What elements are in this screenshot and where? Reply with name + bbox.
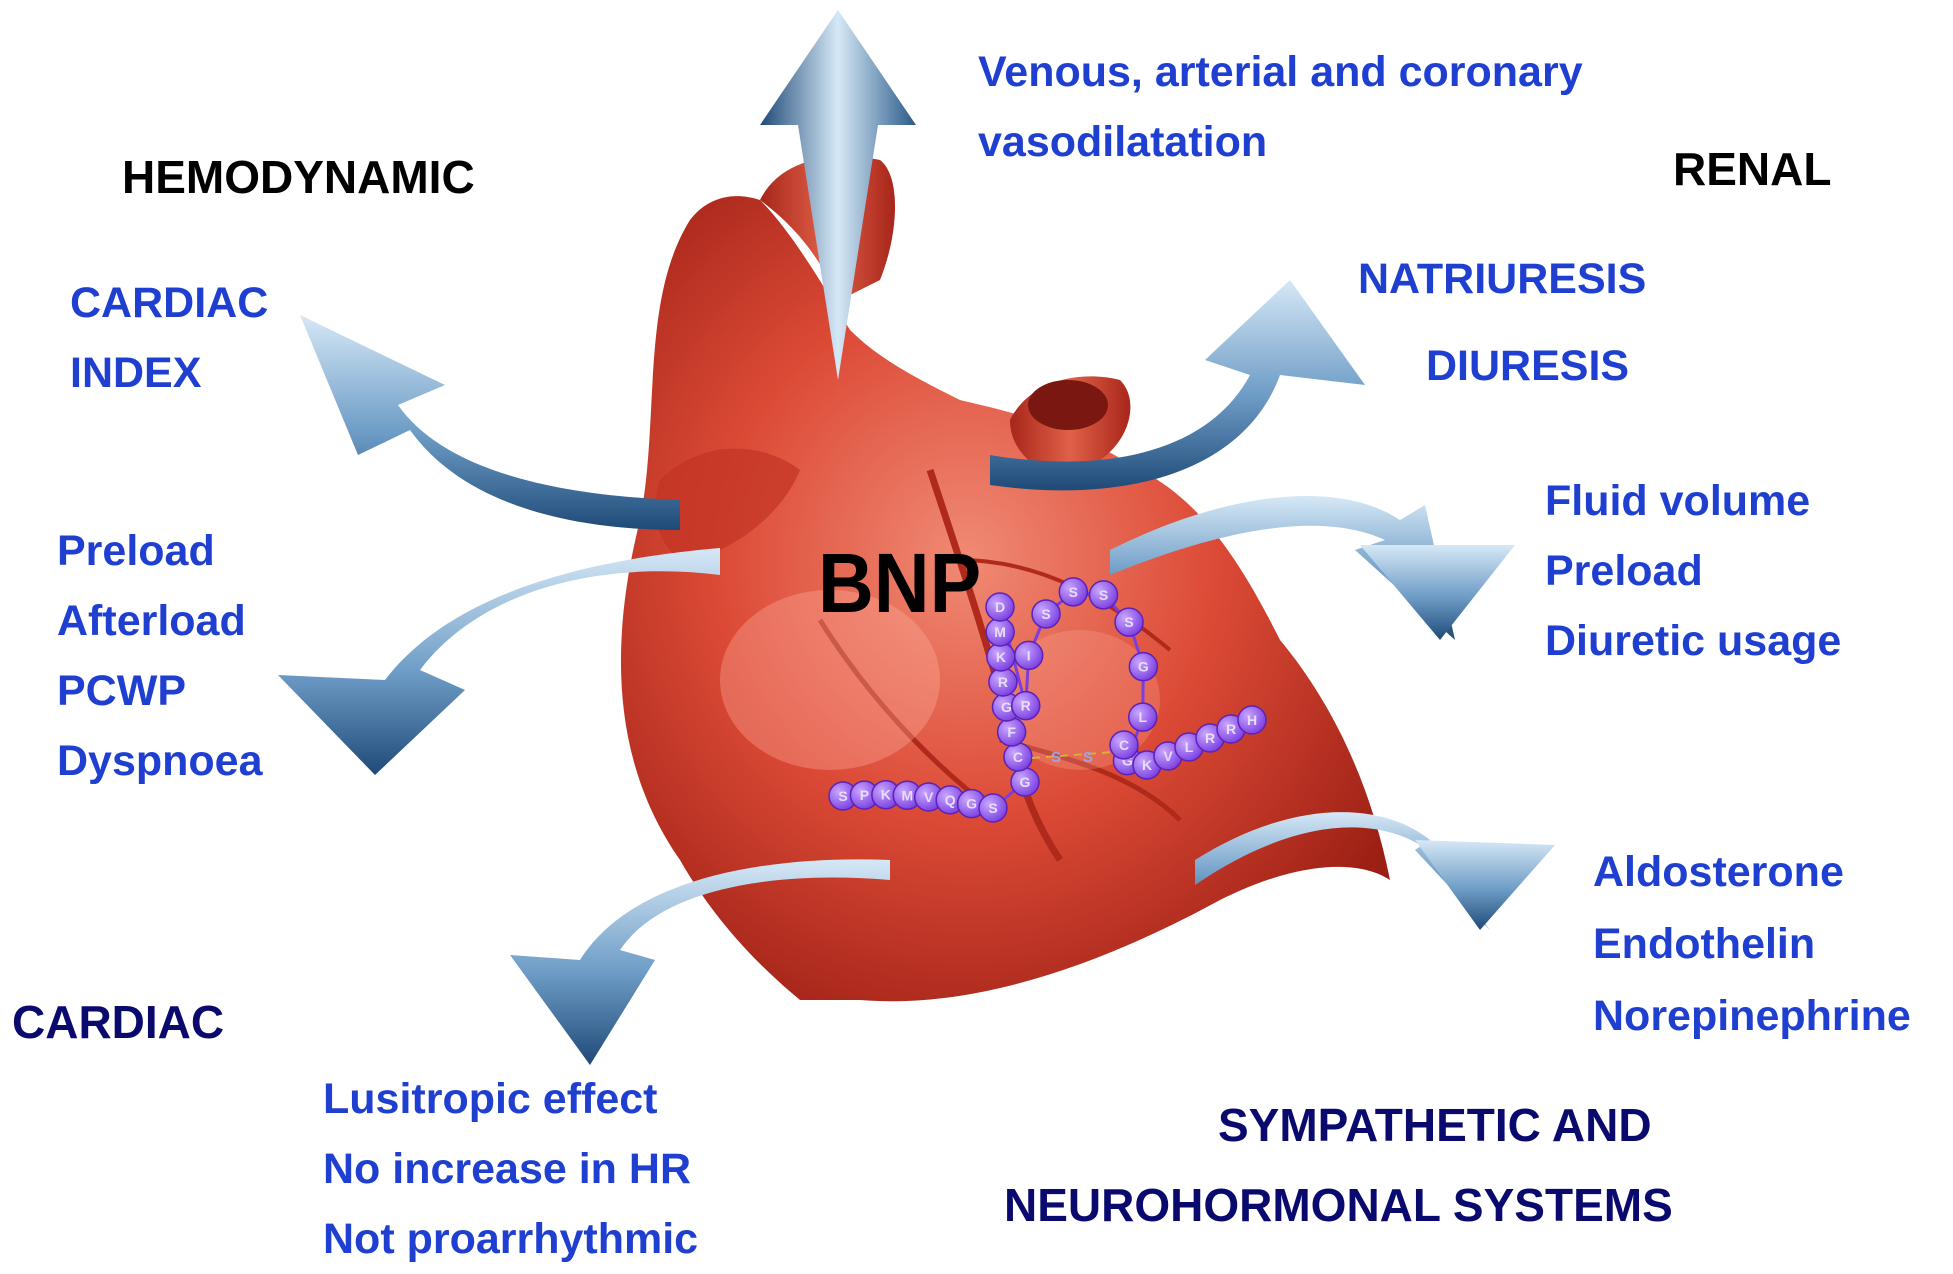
effect-preload-renal: Preload — [1545, 536, 1841, 606]
hemodynamic-up-effects: CARDIAC INDEX — [70, 268, 268, 408]
effect-fluid-volume: Fluid volume — [1545, 466, 1841, 536]
amino-acid-letter: K — [1142, 757, 1152, 773]
amino-acid-letter: K — [996, 649, 1006, 665]
effect-endothelin: Endothelin — [1593, 908, 1911, 980]
effect-not-proarrhythmic: Not proarrhythmic — [323, 1204, 698, 1274]
disulfide-sulfur-label: S — [1083, 749, 1093, 766]
hemodynamic-down-effects: Preload Afterload PCWP Dyspnoea — [57, 516, 263, 796]
amino-acid-letter: G — [1020, 774, 1031, 790]
hemodynamic-heading: HEMODYNAMIC — [122, 150, 475, 204]
effect-diuresis: DIURESIS — [1358, 323, 1646, 410]
effect-diuretic-usage: Diuretic usage — [1545, 606, 1841, 676]
neurohormonal-heading-line-1: SYMPATHETIC AND — [1218, 1098, 1652, 1152]
bnp-center-label: BNP — [818, 535, 981, 632]
effect-cardiac: CARDIAC — [70, 268, 268, 338]
amino-acid-letter: S — [1041, 606, 1050, 622]
amino-acid-letter: V — [924, 789, 934, 805]
amino-acid-letter: V — [1163, 748, 1173, 764]
amino-acid-letter: R — [998, 674, 1008, 690]
renal-heading: RENAL — [1673, 142, 1831, 196]
cardiac-effects: Lusitropic effect No increase in HR Not … — [323, 1064, 698, 1274]
amino-acid-letter: S — [1069, 584, 1078, 600]
amino-acid-letter: M — [901, 787, 913, 803]
amino-acid-letter: S — [1099, 587, 1108, 603]
renal-down-effects: Fluid volume Preload Diuretic usage — [1545, 466, 1841, 676]
amino-acid-letter: G — [1138, 659, 1149, 675]
amino-acid-letter: D — [995, 599, 1005, 615]
amino-acid-letter: K — [881, 787, 891, 803]
amino-acid-letter: R — [1021, 698, 1031, 714]
amino-acid-letter: R — [1226, 721, 1236, 737]
effect-index: INDEX — [70, 338, 268, 408]
effect-norepinephrine: Norepinephrine — [1593, 980, 1911, 1052]
effect-preload: Preload — [57, 516, 263, 586]
title-fragment — [0, 0, 360, 30]
amino-acid-letter: H — [1247, 712, 1257, 728]
effect-afterload: Afterload — [57, 586, 263, 656]
amino-acid-letter: S — [1124, 614, 1133, 630]
effect-pcwp: PCWP — [57, 656, 263, 726]
neurohormonal-heading-line-2: NEUROHORMONAL SYSTEMS — [1004, 1178, 1673, 1232]
amino-acid-letter: F — [1007, 724, 1016, 740]
amino-acid-letter: R — [1205, 730, 1215, 746]
cardiac-heading: CARDIAC — [12, 995, 224, 1049]
amino-acid-letter: G — [1001, 699, 1012, 715]
top-effect-line-2: vasodilatation — [978, 107, 1583, 177]
amino-acid-letter: G — [966, 796, 977, 812]
amino-acid-letter: I — [1027, 647, 1031, 663]
amino-acid-letter: S — [838, 788, 847, 804]
arrow-up-cardiac-index — [300, 315, 680, 530]
amino-acid-letter: M — [994, 624, 1006, 640]
effect-lusitropic: Lusitropic effect — [323, 1064, 698, 1134]
top-effect-line-1: Venous, arterial and coronary — [978, 37, 1583, 107]
amino-acid-letter: C — [1119, 737, 1129, 753]
effect-no-increase-hr: No increase in HR — [323, 1134, 698, 1204]
effect-aldosterone: Aldosterone — [1593, 836, 1911, 908]
top-effect-text: Venous, arterial and coronary vasodilata… — [978, 37, 1583, 177]
renal-up-effects: NATRIURESIS DIURESIS — [1358, 236, 1646, 410]
effect-natriuresis: NATRIURESIS — [1358, 236, 1646, 323]
amino-acid-letter: Q — [945, 792, 956, 808]
amino-acid-letter: L — [1138, 709, 1147, 725]
effect-dyspnoea: Dyspnoea — [57, 726, 263, 796]
amino-acid-letter: C — [1013, 749, 1023, 765]
amino-acid-letter: L — [1185, 739, 1194, 755]
amino-acid-letter: P — [860, 787, 869, 803]
disulfide-sulfur-label: S — [1051, 749, 1061, 766]
amino-acid-letter: S — [988, 800, 997, 816]
neurohormonal-effects: Aldosterone Endothelin Norepinephrine — [1593, 836, 1911, 1052]
